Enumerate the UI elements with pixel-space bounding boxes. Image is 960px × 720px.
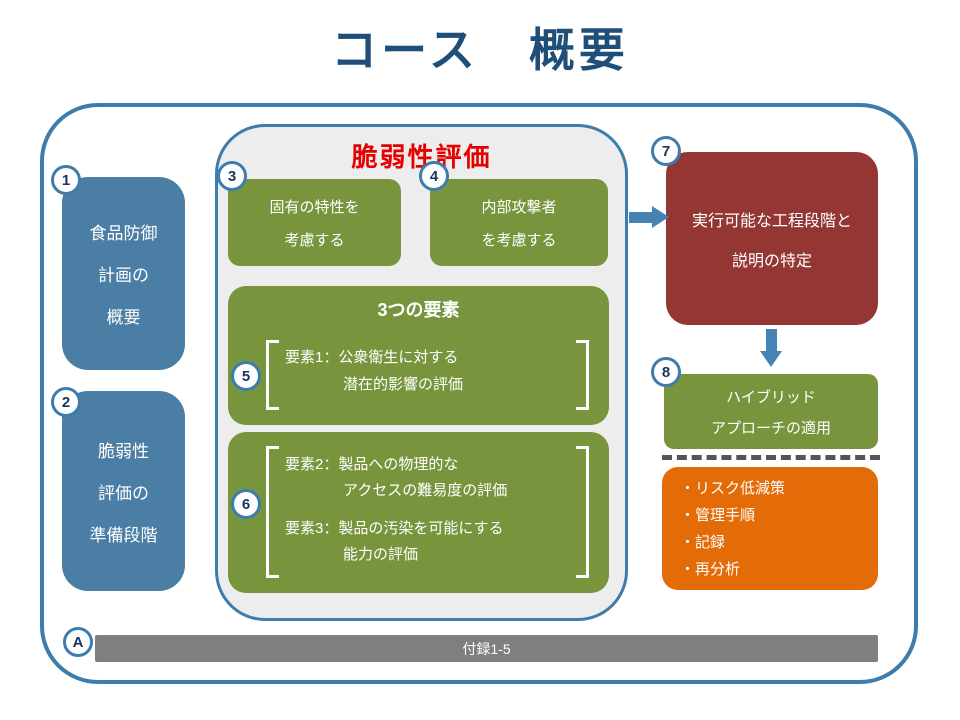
element3-line2: 能力の評価 xyxy=(343,546,419,563)
bracket-left-icon xyxy=(266,340,279,410)
step-badge-2: 2 xyxy=(51,387,81,417)
step-badge-7: 7 xyxy=(651,136,681,166)
mitigation-list-box: ・リスク低減策 ・管理手順 ・記録 ・再分析 xyxy=(662,467,878,590)
bracket-left-icon xyxy=(266,446,279,578)
bracket-right-icon xyxy=(576,446,589,578)
step-badge-3: 3 xyxy=(217,161,247,191)
right-arrow-icon xyxy=(629,206,669,228)
step-badge-6: 6 xyxy=(231,489,261,519)
list-item: ・記録 xyxy=(680,533,726,551)
elements-2-3-box: 要素2：製品への物理的な アクセスの難易度の評価 要素3：製品の汚染を可能にする… xyxy=(228,432,609,593)
element1-text: 要素1：公衆衛生に対する 潜在的影響の評価 xyxy=(285,344,463,398)
box-line: 考慮する xyxy=(284,231,345,249)
box-line: 実行可能な工程段階と xyxy=(691,212,852,230)
step-badge-8: 8 xyxy=(651,357,681,387)
arrow-head xyxy=(760,351,782,367)
food-defense-plan-box: 食品防御 計画の 概要 xyxy=(62,177,185,370)
step-badge-5: 5 xyxy=(231,361,261,391)
step-badge-4: 4 xyxy=(419,161,449,191)
step-badge-a: A xyxy=(63,627,93,657)
box-line: 計画の xyxy=(98,266,149,285)
elements-2-3-text: 要素2：製品への物理的な アクセスの難易度の評価 要素3：製品の汚染を可能にする… xyxy=(285,452,507,568)
box-line: 説明の特定 xyxy=(731,252,812,270)
arrow-shaft xyxy=(629,211,652,223)
hybrid-approach-box: ハイブリッド アプローチの適用 xyxy=(664,374,878,449)
down-arrow-icon xyxy=(760,329,782,367)
three-elements-box: 3つの要素 要素1：公衆衛生に対する 潜在的影響の評価 xyxy=(228,286,609,425)
box-line: アプローチの適用 xyxy=(710,419,831,437)
element2-line1: 要素2：製品への物理的な xyxy=(285,456,459,473)
box-line: 脆弱性 xyxy=(98,441,149,461)
box-line: 固有の特性を xyxy=(269,198,360,216)
arrow-shaft xyxy=(765,329,777,351)
list-item: ・リスク低減策 xyxy=(680,479,786,497)
box-line: 食品防御 xyxy=(89,224,158,243)
page-title: コース 概要 xyxy=(331,24,629,76)
box-line: を考慮する xyxy=(481,231,557,249)
process-steps-box: 実行可能な工程段階と 説明の特定 xyxy=(666,152,878,325)
step-badge-1: 1 xyxy=(51,165,81,195)
box-line: 内部攻撃者 xyxy=(481,198,557,216)
element2-line2: アクセスの難易度の評価 xyxy=(343,482,508,499)
box-line: 概要 xyxy=(106,308,141,327)
list-item: ・再分析 xyxy=(680,560,741,578)
element1-line2: 潜在的影響の評価 xyxy=(343,376,464,393)
spacer xyxy=(285,504,507,516)
three-elements-title: 3つの要素 xyxy=(377,300,460,320)
arrow-head xyxy=(652,206,669,228)
box-line: ハイブリッド xyxy=(726,388,816,406)
inherent-characteristics-box: 固有の特性を 考慮する xyxy=(228,179,401,266)
box-line: 準備段階 xyxy=(89,525,158,545)
box-line: 評価の xyxy=(98,483,149,503)
dashed-divider xyxy=(662,455,880,460)
inside-attacker-box: 内部攻撃者 を考慮する xyxy=(430,179,608,266)
list-item: ・管理手順 xyxy=(680,506,756,524)
element1-line1: 要素1：公衆衛生に対する xyxy=(285,349,459,366)
vulnerability-prep-box: 脆弱性 評価の 準備段階 xyxy=(62,391,185,591)
element3-line1: 要素3：製品の汚染を可能にする xyxy=(285,520,504,537)
bracket-right-icon xyxy=(576,340,589,410)
appendix-bar: 付録1-5 xyxy=(95,635,878,662)
